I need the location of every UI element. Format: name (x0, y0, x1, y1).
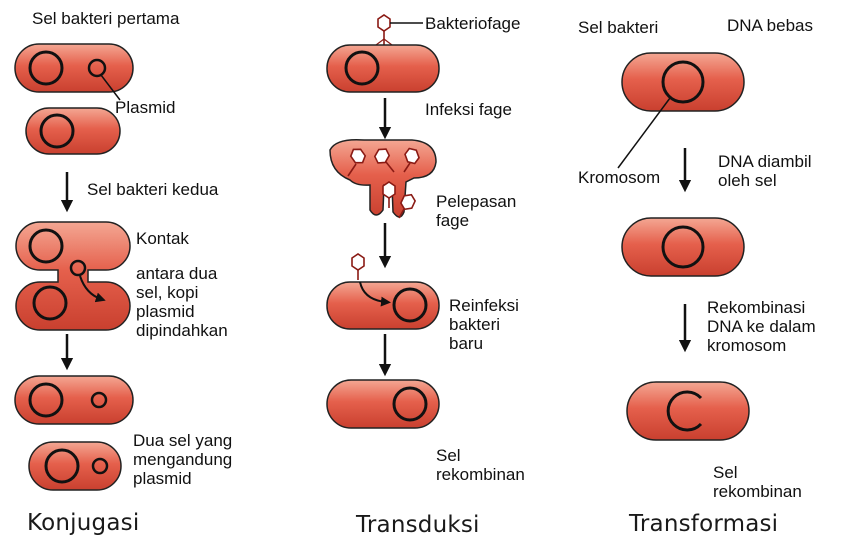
plasmid-transfer-label: antara dua sel, kopi plasmid dipindahkan (136, 264, 228, 340)
chromosome-label: Kromosom (578, 168, 660, 187)
recombinant-bacterium-icon (627, 382, 749, 440)
recombinant-bacterium-icon (327, 380, 439, 428)
conjugating-cells-icon (16, 222, 130, 330)
free-dna-label: DNA bebas (727, 16, 813, 35)
dna-uptake-bacterium-icon (622, 218, 744, 276)
transduction-title: Transduksi (356, 512, 480, 538)
result-bacterium-icon (29, 442, 121, 490)
transformation-panel (618, 53, 749, 440)
second-cell-label: Sel bakteri kedua (87, 180, 218, 199)
bacteriophage-icon (376, 15, 392, 45)
lysing-bacterium-icon (330, 140, 436, 218)
bacteriophage-icon (352, 254, 364, 280)
transformation-title: Transformasi (629, 511, 778, 537)
transduction-recombinant-label: Sel rekombinan (436, 446, 525, 484)
result-bacterium-icon (15, 376, 133, 424)
transduction-panel (327, 15, 439, 428)
transformation-recombinant-label: Sel rekombinan (713, 463, 802, 501)
recipient-bacterium-icon (622, 53, 744, 111)
second-bacterium-icon (26, 108, 120, 154)
first-cell-label: Sel bakteri pertama (32, 9, 179, 28)
conjugation-result-label: Dua sel yang mengandung plasmid (133, 431, 232, 488)
phage-release-label: Pelepasan fage (436, 192, 516, 230)
first-bacterium-icon (15, 44, 133, 92)
recipient-cell-label: Sel bakteri (578, 18, 658, 37)
plasmid-label: Plasmid (115, 98, 175, 117)
phage-infection-label: Infeksi fage (425, 100, 512, 119)
bacteriophage-label: Bakteriofage (425, 14, 520, 33)
contact-label: Kontak (136, 229, 189, 248)
reinfection-label: Reinfeksi bakteri baru (449, 296, 519, 353)
infected-bacterium-icon (327, 45, 439, 92)
reinfected-bacterium-icon (327, 282, 439, 329)
recombination-label: Rekombinasi DNA ke dalam kromosom (707, 298, 816, 355)
dna-uptake-label: DNA diambil oleh sel (718, 152, 812, 190)
conjugation-title: Konjugasi (27, 510, 139, 536)
